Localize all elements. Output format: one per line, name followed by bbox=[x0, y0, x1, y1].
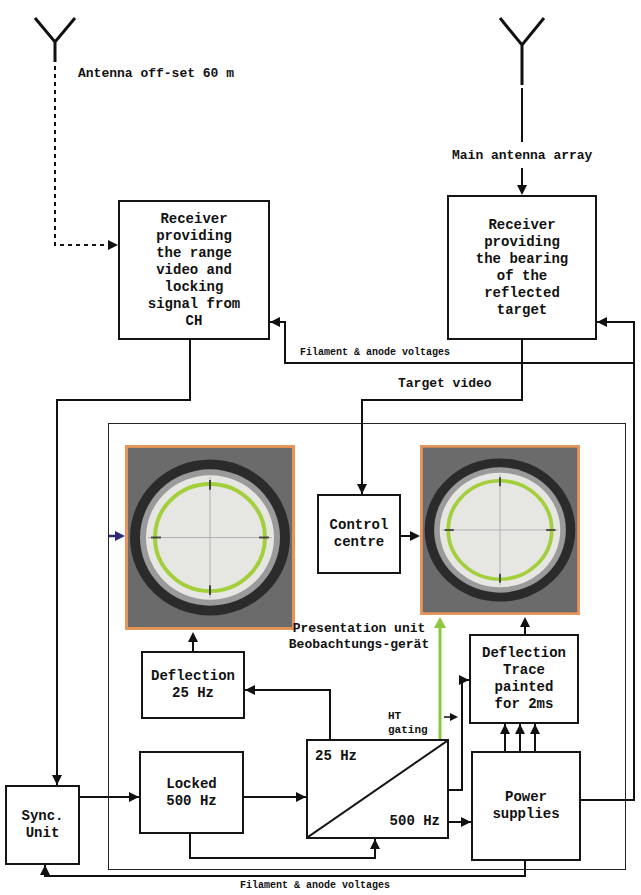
feed-line bbox=[521, 88, 523, 187]
connector bbox=[449, 680, 469, 790]
arrow-head bbox=[434, 617, 446, 628]
crt-display bbox=[421, 446, 578, 613]
dashed-feed-line bbox=[55, 66, 110, 245]
connector bbox=[270, 322, 634, 800]
frequency-label: 25 Hz bbox=[315, 748, 357, 765]
connector bbox=[45, 861, 525, 876]
process-box: Sync. Unit bbox=[5, 785, 80, 865]
arrow-head bbox=[517, 185, 527, 195]
connector-line bbox=[504, 724, 506, 751]
connector-line bbox=[244, 796, 306, 798]
connector bbox=[449, 822, 471, 823]
connector-line bbox=[449, 680, 469, 790]
box-text: Receiver providing the bearing of the re… bbox=[470, 217, 574, 319]
connector bbox=[505, 724, 535, 751]
connector-line bbox=[45, 861, 525, 876]
box-text: Sync. Unit bbox=[15, 808, 70, 842]
process-box: Deflection Trace painted for 2ms bbox=[469, 634, 579, 724]
connector-line bbox=[519, 724, 521, 751]
receiver-box: Receiver providing the bearing of the re… bbox=[447, 195, 597, 340]
arrow-head bbox=[520, 617, 530, 627]
connector-line bbox=[80, 796, 139, 798]
divider-box: 25 Hz 500 Hz bbox=[306, 739, 449, 839]
connector bbox=[581, 322, 634, 800]
connector-line bbox=[581, 322, 634, 800]
gating-line bbox=[439, 626, 442, 740]
process-box: Control centre bbox=[317, 494, 401, 574]
arrow-head bbox=[450, 713, 458, 721]
divider-line bbox=[308, 741, 447, 837]
receiver-box: Receiver providing the range video and l… bbox=[118, 200, 270, 340]
connector-line bbox=[449, 821, 471, 823]
box-text: Power supplies bbox=[486, 789, 566, 823]
arrow-head bbox=[410, 531, 420, 541]
box-text: Locked 500 Hz bbox=[157, 776, 227, 810]
box-text: Control centre bbox=[324, 517, 394, 551]
frequency-label: 500 Hz bbox=[390, 813, 440, 830]
antenna-symbol bbox=[500, 18, 544, 85]
box-text: Deflection 25 Hz bbox=[148, 668, 238, 702]
connector-line bbox=[534, 724, 536, 751]
process-box: Locked 500 Hz bbox=[139, 751, 244, 834]
box-text: Receiver providing the range video and l… bbox=[142, 211, 246, 330]
unit-title: Presentation unit Beobachtungs-gerät bbox=[287, 621, 431, 653]
antenna-label: Main antenna array bbox=[452, 148, 592, 164]
signal-line bbox=[444, 716, 451, 718]
box-text: Deflection Trace painted for 2ms bbox=[479, 645, 569, 713]
supply-label: Filament & anode voltages bbox=[300, 346, 450, 359]
process-box: Deflection 25 Hz bbox=[141, 651, 245, 719]
connector bbox=[80, 797, 139, 798]
supply-label: Filament & anode voltages bbox=[240, 879, 390, 892]
process-box: Power supplies bbox=[471, 751, 581, 861]
signal-label: Target video bbox=[398, 376, 492, 392]
signal-label: HT gating bbox=[388, 709, 432, 737]
arrow-head bbox=[188, 632, 198, 642]
connector-line bbox=[245, 690, 330, 739]
arrow-head bbox=[115, 531, 125, 541]
presentation-unit: Presentation unit Beobachtungs-gerät Cont… bbox=[108, 423, 626, 870]
connector bbox=[244, 797, 306, 798]
antenna-label: Antenna off-set 60 m bbox=[78, 66, 234, 82]
connector-line bbox=[270, 322, 634, 800]
antenna-symbol bbox=[35, 18, 75, 62]
crt-display bbox=[127, 446, 294, 628]
arrow-head bbox=[108, 240, 118, 250]
connector bbox=[245, 690, 330, 739]
